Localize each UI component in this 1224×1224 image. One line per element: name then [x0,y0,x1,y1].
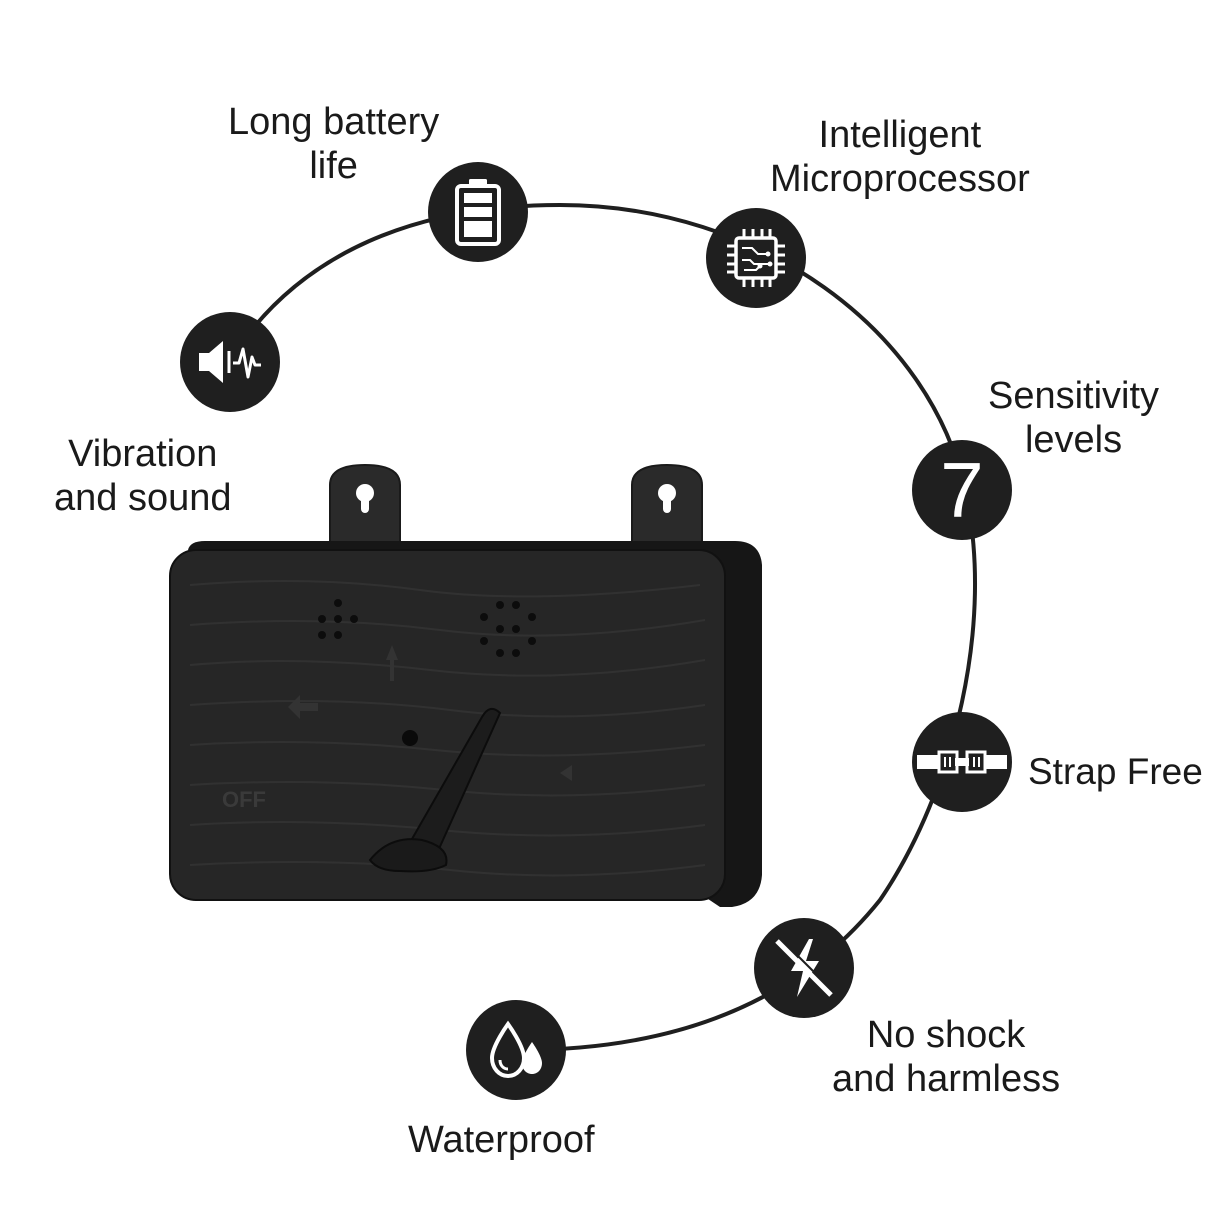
waterproof-feature-label: Waterproof [408,1119,595,1161]
microchip-icon [706,208,806,308]
switch-off-label: OFF [222,787,266,812]
product-device-image: OFF [160,455,770,925]
water-drops-icon [466,1000,566,1100]
strap-feature-label: Strap Free [1028,751,1203,792]
no-shock-icon [754,918,854,1018]
microprocessor-feature-label: Intelligent Microprocessor [770,114,1030,200]
speaker-vibration-icon [180,312,280,412]
number-seven-icon: 7 [912,440,1012,540]
battery-feature-label: Long battery life [228,101,440,187]
no-shock-feature-label: No shock and harmless [832,1014,1061,1100]
sensitivity-feature-label: Sensitivity levels [988,375,1160,461]
vibration-feature-label: Vibration and sound [54,433,232,519]
sensitivity-number: 7 [940,446,984,534]
battery-icon [428,162,528,262]
strap-buckle-icon [912,712,1012,812]
